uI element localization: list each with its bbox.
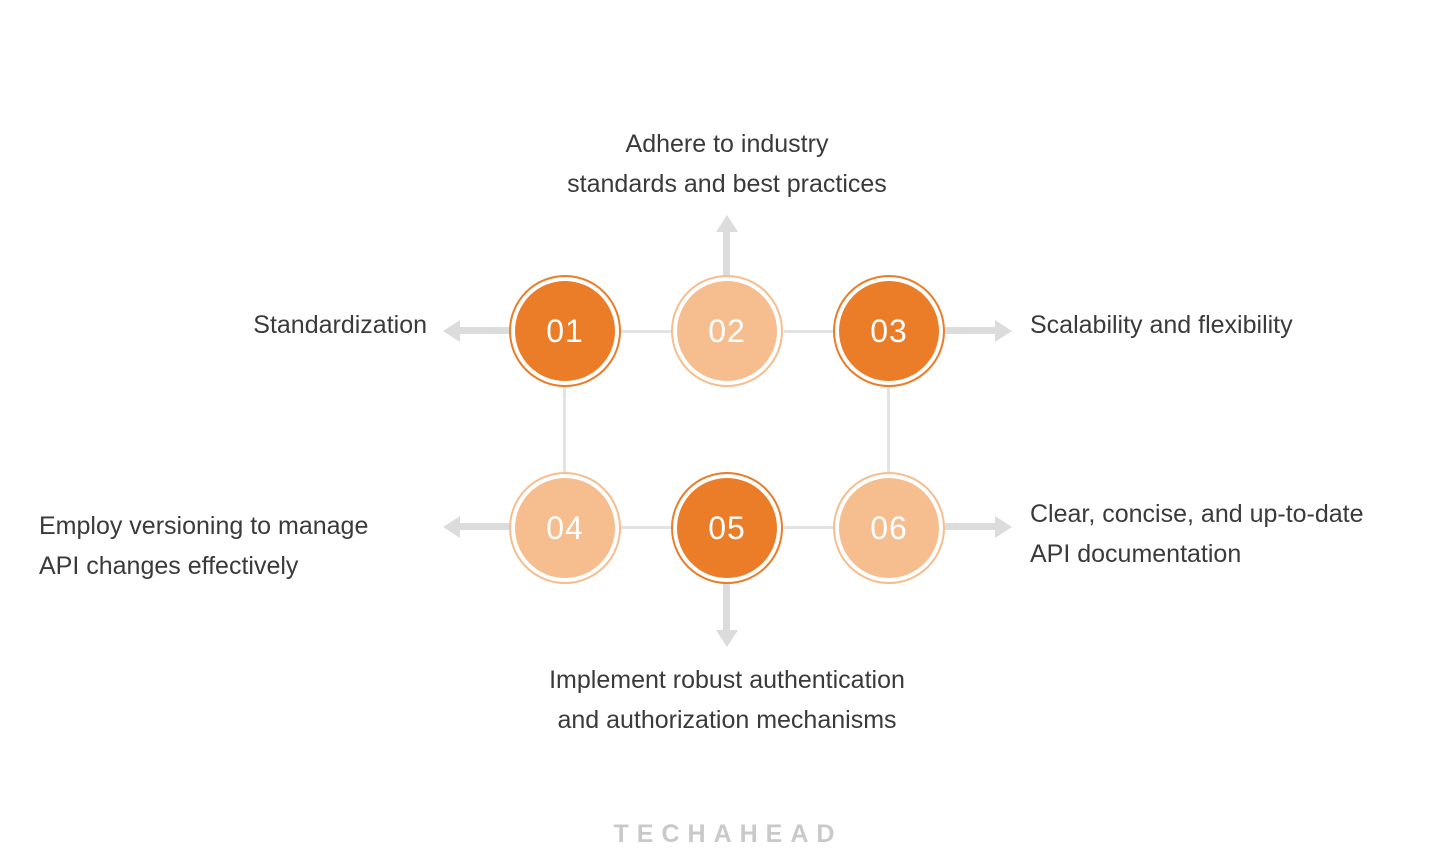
connector-line (784, 526, 836, 529)
step-node-02: 02 (671, 275, 783, 387)
row2-left-label-line1: Employ versioning to manage (39, 512, 369, 540)
top-label-line1: Adhere to industry (625, 130, 829, 158)
step-number-01: 01 (515, 281, 615, 381)
top-label: Adhere to industry standards and best pr… (427, 124, 1027, 204)
step-number-04: 04 (515, 478, 615, 578)
step-number-06: 06 (839, 478, 939, 578)
step-number-02: 02 (677, 281, 777, 381)
arrow-left-head-icon (443, 320, 460, 342)
row1-right-label: Scalability and flexibility (1030, 305, 1293, 345)
arrow-right-icon (945, 327, 995, 334)
step-node-04: 04 (509, 472, 621, 584)
bottom-label-line1: Implement robust authentication (549, 666, 905, 694)
row2-left-label: Employ versioning to manage API changes … (39, 506, 368, 586)
connector-line (620, 526, 672, 529)
arrow-down-icon (723, 584, 730, 630)
arrow-left-icon (460, 327, 509, 334)
row2-left-label-line2: API changes effectively (39, 552, 299, 580)
row2-right-label: Clear, concise, and up-to-date API docum… (1030, 494, 1364, 574)
arrow-left-head-icon (443, 516, 460, 538)
connector-line (563, 387, 566, 472)
row2-right-label-line1: Clear, concise, and up-to-date (1030, 500, 1364, 528)
arrow-right-head-icon (995, 320, 1012, 342)
bottom-label: Implement robust authentication and auth… (427, 660, 1027, 740)
connector-line (784, 330, 836, 333)
arrow-up-icon (723, 232, 730, 275)
techahead-logo: TECHAHEAD (613, 820, 843, 848)
step-node-06: 06 (833, 472, 945, 584)
row1-left-label: Standardization (37, 305, 427, 345)
step-node-01: 01 (509, 275, 621, 387)
connector-line (887, 387, 890, 472)
top-label-line2: standards and best practices (567, 170, 887, 198)
bottom-label-line2: and authorization mechanisms (557, 706, 897, 734)
row1-right-label-line1: Scalability and flexibility (1030, 311, 1293, 339)
arrow-down-head-icon (716, 630, 738, 647)
row1-left-label-line1: Standardization (253, 311, 427, 339)
row2-right-label-line2: API documentation (1030, 540, 1242, 568)
step-node-05: 05 (671, 472, 783, 584)
step-number-05: 05 (677, 478, 777, 578)
step-number-03: 03 (839, 281, 939, 381)
connector-line (620, 330, 672, 333)
arrow-right-icon (945, 523, 995, 530)
arrow-right-head-icon (995, 516, 1012, 538)
arrow-left-icon (460, 523, 509, 530)
step-node-03: 03 (833, 275, 945, 387)
arrow-up-head-icon (716, 215, 738, 232)
